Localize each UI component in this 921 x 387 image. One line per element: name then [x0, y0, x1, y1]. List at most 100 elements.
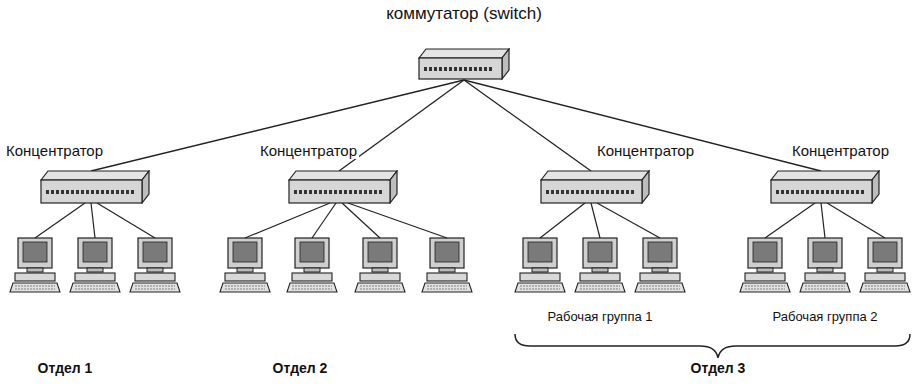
port [324, 190, 327, 194]
port [86, 190, 89, 194]
hub-drop [591, 203, 600, 238]
port [836, 190, 839, 194]
workgroup-label: Рабочая группа 1 [546, 310, 655, 325]
switch-label: коммутатор (switch) [384, 4, 544, 24]
port [576, 190, 579, 194]
port [464, 67, 467, 71]
hub-drop [245, 203, 330, 238]
port [806, 190, 809, 194]
device-side [390, 171, 397, 203]
hub-label: Концентратор [258, 142, 359, 159]
department-label: Отдел 3 [689, 360, 748, 376]
hub-drop [540, 203, 585, 238]
hub-device: Концентратор [540, 170, 650, 204]
port-row [294, 190, 382, 194]
device-top [41, 171, 149, 180]
port [826, 190, 829, 194]
port [339, 190, 342, 194]
port [591, 190, 594, 194]
workgroup-label: Рабочая группа 2 [771, 310, 880, 325]
device-front [41, 180, 142, 203]
department-label: Отдел 2 [271, 360, 330, 376]
port [116, 190, 119, 194]
port [631, 190, 634, 194]
port [546, 190, 549, 194]
device-top [289, 171, 397, 180]
port [626, 190, 629, 194]
port [851, 190, 854, 194]
port [601, 190, 604, 194]
port [71, 190, 74, 194]
port [571, 190, 574, 194]
hub-label: Концентратор [790, 142, 891, 159]
port [596, 190, 599, 194]
port [76, 190, 79, 194]
computer [515, 238, 565, 292]
port [821, 190, 824, 194]
port [111, 190, 114, 194]
network-link [464, 80, 821, 171]
port [46, 190, 49, 194]
port [786, 190, 789, 194]
device-front [419, 58, 502, 79]
port [424, 67, 427, 71]
device-outline [40, 170, 150, 204]
computer [422, 238, 472, 292]
port [309, 190, 312, 194]
port [556, 190, 559, 194]
port [126, 190, 129, 194]
port [566, 190, 569, 194]
port-row [424, 67, 492, 71]
port [81, 190, 84, 194]
device-top [419, 49, 509, 58]
device-outline [540, 170, 650, 204]
port [846, 190, 849, 194]
hub-drop [342, 203, 380, 238]
hub-device: Концентратор [288, 170, 398, 204]
port [56, 190, 59, 194]
port [334, 190, 337, 194]
port [811, 190, 814, 194]
port [106, 190, 109, 194]
port [561, 190, 564, 194]
computer [635, 238, 685, 292]
computer [70, 238, 120, 292]
computer [220, 238, 270, 292]
port [91, 190, 94, 194]
port [434, 67, 437, 71]
hub-device: Концентратор [770, 170, 880, 204]
device-top [771, 171, 879, 180]
network-link [464, 80, 591, 171]
device-outline [288, 170, 398, 204]
port [344, 190, 347, 194]
port [791, 190, 794, 194]
computer [355, 238, 405, 292]
port [101, 190, 104, 194]
hub-drops [35, 203, 885, 238]
port [51, 190, 54, 194]
computer [800, 238, 850, 292]
port [796, 190, 799, 194]
port-row [546, 190, 634, 194]
port [374, 190, 377, 194]
hub-drop [765, 203, 815, 238]
port [379, 190, 382, 194]
port [801, 190, 804, 194]
port [489, 67, 492, 71]
port [319, 190, 322, 194]
port [364, 190, 367, 194]
port [66, 190, 69, 194]
port [551, 190, 554, 194]
port [621, 190, 624, 194]
computer [860, 238, 910, 292]
computer [575, 238, 625, 292]
device-top [541, 171, 649, 180]
port [781, 190, 784, 194]
device-side [872, 171, 879, 203]
port [444, 67, 447, 71]
port [354, 190, 357, 194]
port [449, 67, 452, 71]
port [841, 190, 844, 194]
port-row [46, 190, 134, 194]
port [429, 67, 432, 71]
